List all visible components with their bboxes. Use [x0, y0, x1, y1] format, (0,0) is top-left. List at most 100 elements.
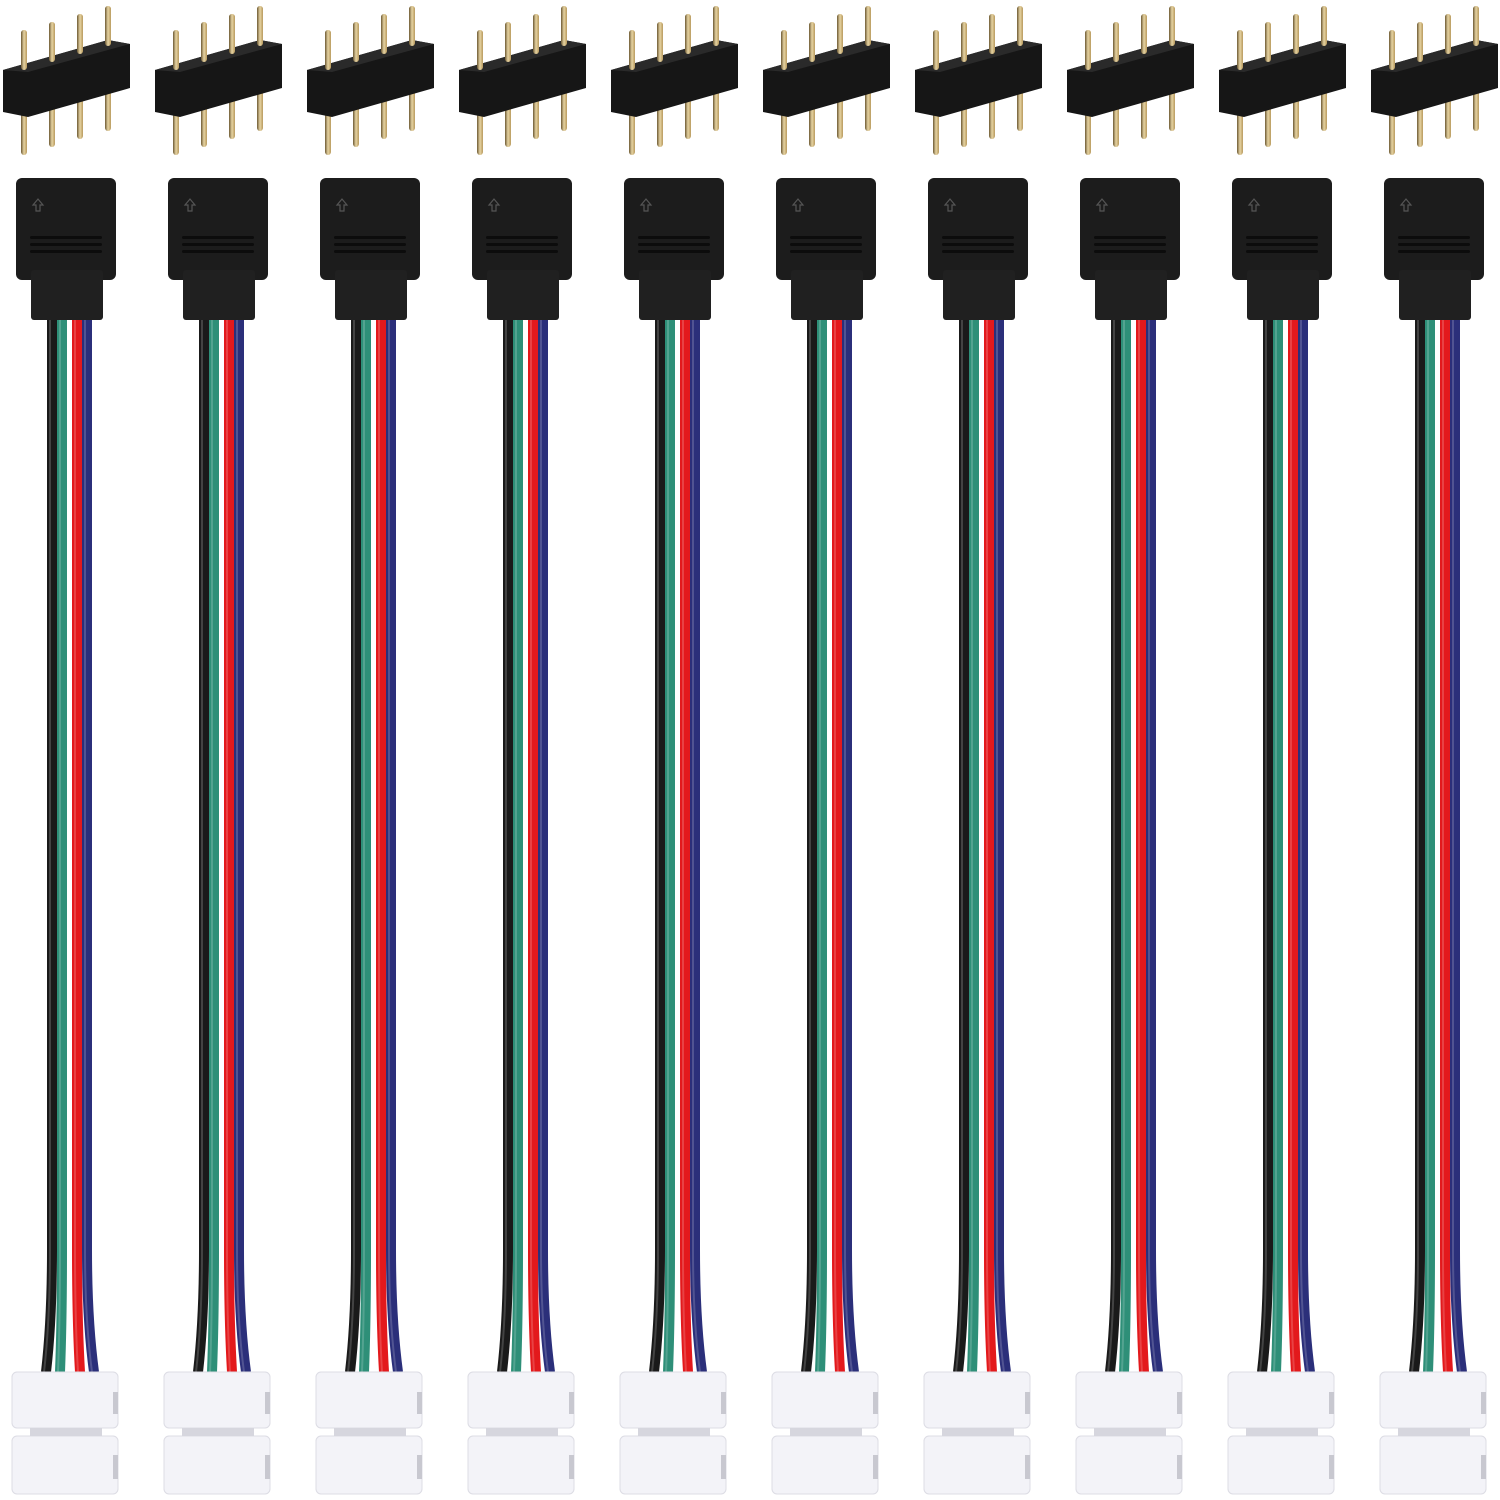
wire-highlight — [651, 320, 659, 1373]
gold-pin-top — [477, 30, 483, 70]
wire — [1450, 320, 1467, 1373]
gold-pin-top — [685, 14, 691, 54]
gold-pin-top — [505, 22, 511, 62]
clip-latch — [873, 1392, 878, 1414]
clip-bottom — [771, 1435, 879, 1495]
gold-pin-top — [1473, 6, 1479, 46]
clip-contacts — [486, 1428, 558, 1436]
wire-highlight — [347, 320, 355, 1373]
pin-header-top — [1371, 40, 1498, 72]
grip-ridge — [1246, 250, 1318, 253]
gold-pin-top — [257, 6, 263, 46]
housing-body — [320, 178, 420, 280]
grip-ridge — [942, 243, 1014, 246]
gold-pin-top — [809, 22, 815, 62]
pin-header-top — [1067, 40, 1194, 72]
wire-highlight — [195, 320, 203, 1373]
strip-clip-connector — [11, 1371, 119, 1495]
pin-header-body — [459, 40, 586, 117]
wire — [55, 320, 67, 1373]
wire-highlight — [986, 320, 991, 1373]
gold-pin-top — [561, 6, 567, 46]
arrow-up-icon — [183, 198, 197, 212]
gold-pin-top — [1321, 6, 1327, 46]
wire — [207, 320, 219, 1373]
wire-highlight — [1138, 320, 1143, 1373]
wire — [801, 320, 817, 1373]
wire — [690, 320, 707, 1373]
clip-latch — [1329, 1392, 1334, 1414]
grip-ridge — [1398, 236, 1470, 239]
connector-unit — [307, 6, 434, 1495]
arrow-up-icon — [639, 198, 653, 212]
wire — [1257, 320, 1273, 1373]
wire — [1119, 320, 1131, 1373]
gold-pin-top — [1237, 30, 1243, 70]
wire — [663, 320, 675, 1373]
gold-pin-top — [933, 30, 939, 70]
wire — [1298, 320, 1315, 1373]
wire-highlight — [996, 320, 1005, 1373]
wire-highlight — [513, 320, 517, 1373]
clip-latch — [721, 1392, 726, 1414]
connector-unit — [611, 6, 738, 1495]
housing-neck — [1095, 270, 1167, 320]
clip-latch — [1481, 1392, 1486, 1414]
grip-ridge — [334, 243, 406, 246]
housing-body — [472, 178, 572, 280]
clip-contacts — [942, 1428, 1014, 1436]
wire — [842, 320, 859, 1373]
housing-body — [776, 178, 876, 280]
arrow-up-icon — [1399, 198, 1413, 212]
grip-ridge — [30, 243, 102, 246]
wire — [953, 320, 969, 1373]
gold-pin-top — [49, 22, 55, 62]
clip-top — [923, 1371, 1031, 1429]
wire — [234, 320, 251, 1373]
gold-pin-top — [325, 30, 331, 70]
wire-highlight — [1148, 320, 1157, 1373]
gold-pin-top — [713, 6, 719, 46]
housing-neck — [639, 270, 711, 320]
connector-unit — [1219, 6, 1346, 1495]
gold-pin-top — [77, 14, 83, 54]
pin-header — [155, 6, 282, 155]
wire-highlight — [530, 320, 535, 1373]
pin-header — [1219, 6, 1346, 155]
wire-highlight — [1121, 320, 1125, 1373]
arrow-up-icon — [1247, 198, 1261, 212]
clip-bottom — [163, 1435, 271, 1495]
pin-header-top — [307, 40, 434, 72]
pin-header-body — [3, 40, 130, 117]
grip-ridge — [1246, 236, 1318, 239]
clip-latch — [417, 1392, 422, 1414]
gold-pin-top — [781, 30, 787, 70]
clip-contacts — [638, 1428, 710, 1436]
wire — [815, 320, 827, 1373]
wire — [82, 320, 99, 1373]
wire — [528, 320, 541, 1373]
strip-clip-connector — [619, 1371, 727, 1495]
grip-ridge — [1094, 236, 1166, 239]
gold-pin-top — [173, 30, 179, 70]
gold-pin-top — [201, 22, 207, 62]
housing-body — [16, 178, 116, 280]
pin-header-body — [1067, 40, 1194, 117]
female-housing — [1232, 178, 1332, 320]
wire-highlight — [388, 320, 397, 1373]
clip-bottom — [315, 1435, 423, 1495]
grip-ridge — [942, 250, 1014, 253]
clip-latch — [113, 1392, 118, 1414]
gold-pin-top — [1445, 14, 1451, 54]
connector-unit — [3, 6, 130, 1495]
arrow-up-icon — [335, 198, 349, 212]
wire-highlight — [1452, 320, 1461, 1373]
grip-ridge — [182, 243, 254, 246]
wire — [224, 320, 237, 1373]
pin-header-body — [155, 40, 282, 117]
female-housing — [624, 178, 724, 320]
wire-highlight — [665, 320, 669, 1373]
wire-highlight — [57, 320, 61, 1373]
pin-header-body — [1219, 40, 1346, 117]
